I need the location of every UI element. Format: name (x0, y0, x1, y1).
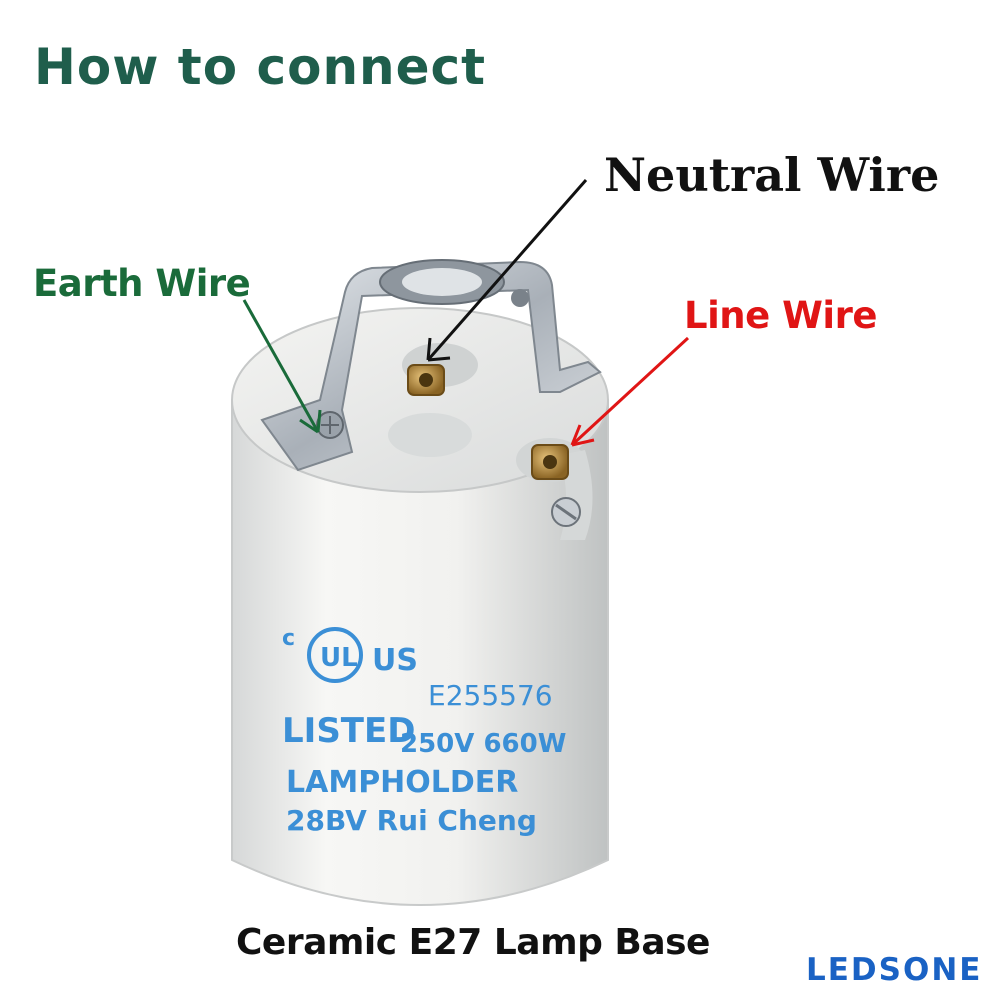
metal-bracket (260, 259, 602, 472)
line-arrow (570, 336, 690, 447)
stamp-cert-right: US (372, 643, 418, 678)
line-wire-label: Line Wire (684, 294, 877, 337)
stamp-product: LAMPHOLDER (286, 765, 518, 800)
brand-logo: LEDSONE (806, 952, 983, 988)
stamp-rating: 250V 660W (400, 729, 566, 759)
earth-arrow (242, 299, 322, 434)
line-terminal (531, 444, 581, 527)
ul-stamp: UL c US E255576 LISTED 250V 660W LAMPHOL… (282, 626, 566, 837)
neutral-arrow (426, 179, 588, 362)
stamp-cert-left: c (282, 626, 295, 651)
neutral-wire-label: Neutral Wire (604, 148, 940, 202)
stamp-file-no: E255576 (428, 679, 553, 712)
neutral-terminal (407, 364, 445, 396)
stamp-cert-mark: UL (320, 643, 358, 673)
earth-wire-label: Earth Wire (33, 262, 251, 305)
product-caption: Ceramic E27 Lamp Base (236, 922, 710, 963)
stamp-listed: LISTED (282, 711, 415, 751)
stamp-maker: 28BV Rui Cheng (286, 804, 537, 837)
page-title: How to connect (34, 38, 487, 96)
